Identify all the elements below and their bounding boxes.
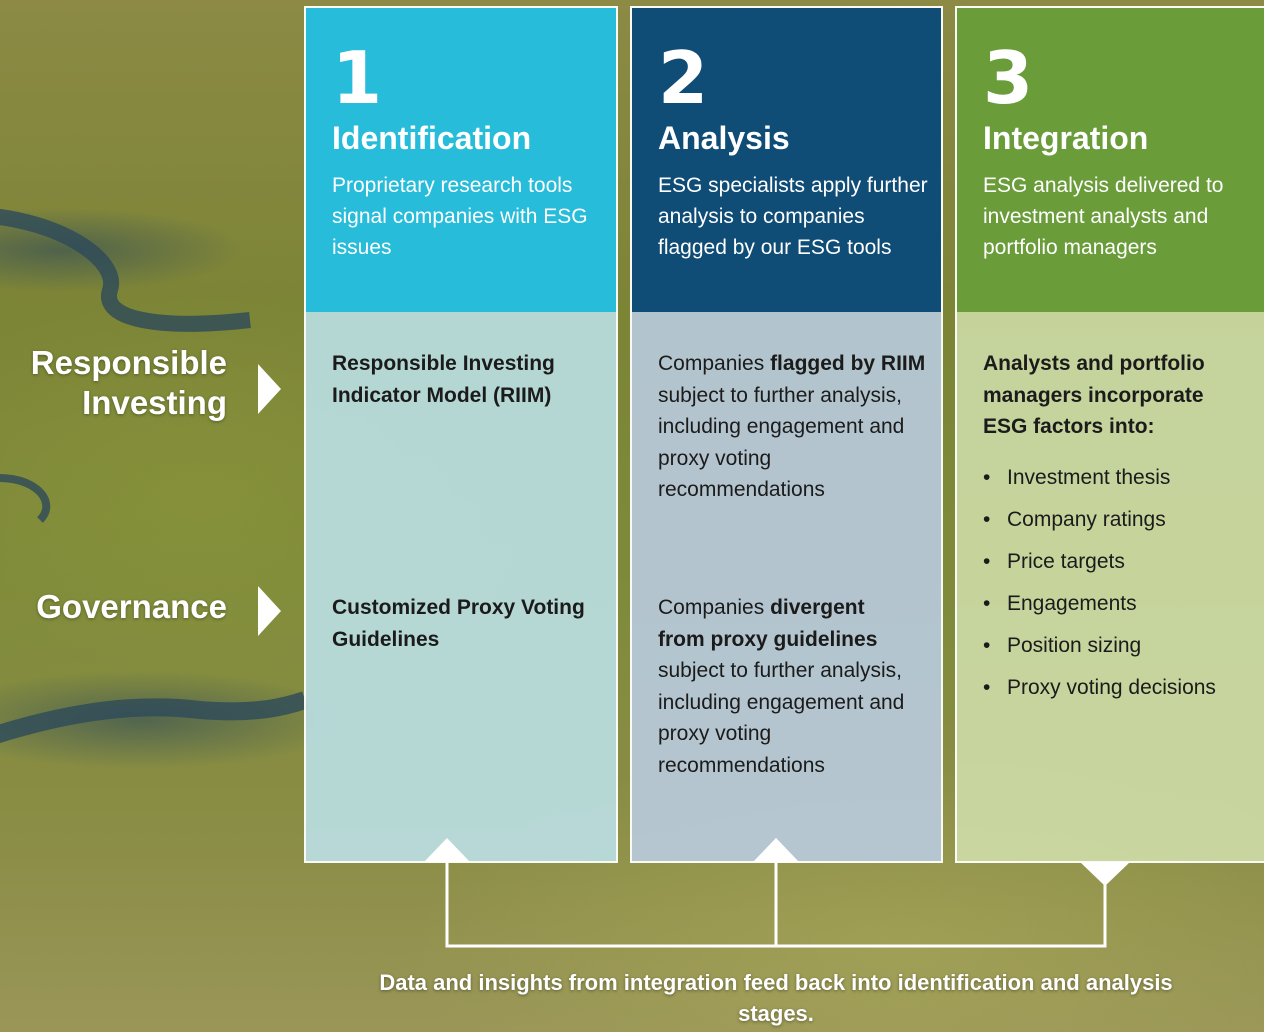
- factor-item: Position sizing: [983, 630, 1237, 662]
- down-arrow-icon: [1080, 862, 1130, 886]
- body-text: Companies: [658, 596, 771, 619]
- body-text: subject to further analysis, including e…: [658, 383, 905, 502]
- stage-title: Analysis: [658, 120, 790, 156]
- stage-analysis-body: Companies flagged by RIIM subject to fur…: [632, 312, 941, 861]
- emphasis-text: flagged by RIIM: [770, 352, 926, 375]
- stage-number: 3: [983, 36, 1034, 120]
- stage-description: ESG specialists apply further analysis t…: [658, 174, 928, 259]
- stage-analysis-column: 2 Analysis ESG specialists apply further…: [630, 6, 943, 863]
- identification-responsible-investing-text: Responsible Investing Indicator Model (R…: [332, 348, 602, 411]
- integration-factor-list: Investment thesis Company ratings Price …: [983, 462, 1237, 714]
- stage-integration-body: Analysts and portfolio managers incorpor…: [957, 312, 1264, 861]
- stage-number: 2: [658, 36, 709, 120]
- analysis-governance-text: Companies divergent from proxy guideline…: [658, 592, 908, 781]
- stage-description: Proprietary research tools signal compan…: [332, 174, 588, 259]
- stage-integration-column: 3 Integration ESG analysis delivered to …: [955, 6, 1264, 863]
- stage-title: Identification: [332, 120, 532, 156]
- row-arrow-icon: [258, 364, 281, 414]
- factor-item: Price targets: [983, 546, 1237, 578]
- stage-identification-header: 1 Identification Proprietary research to…: [306, 8, 616, 312]
- stage-analysis-header: 2 Analysis ESG specialists apply further…: [632, 8, 941, 312]
- row-label-governance: Governance: [36, 588, 227, 625]
- row-label-responsible-investing: Responsible Investing: [30, 344, 227, 421]
- emphasis-text: Responsible Investing Indicator Model (R…: [332, 352, 555, 407]
- row-arrow-icon: [258, 586, 281, 636]
- stage-title: Integration: [983, 120, 1149, 156]
- factor-item: Proxy voting decisions: [983, 672, 1237, 704]
- analysis-responsible-investing-text: Companies flagged by RIIM subject to fur…: [658, 348, 928, 506]
- factor-item: Company ratings: [983, 504, 1237, 536]
- body-text: subject to further analysis, including e…: [658, 659, 905, 777]
- up-arrow-icon: [424, 838, 470, 862]
- body-text: Companies: [658, 352, 771, 375]
- identification-governance-text: Customized Proxy Voting Guidelines: [332, 592, 602, 655]
- integration-intro: Analysts and portfolio managers incorpor…: [983, 352, 1205, 438]
- factor-item: Engagements: [983, 588, 1237, 620]
- feedback-caption: Data and insights from integration feed …: [379, 970, 1173, 1026]
- stage-identification-body: Responsible Investing Indicator Model (R…: [306, 312, 616, 861]
- emphasis-text: divergent from proxy guidelines: [658, 596, 878, 651]
- factor-item: Investment thesis: [983, 462, 1237, 494]
- up-arrow-icon: [753, 838, 799, 862]
- stage-number: 1: [332, 36, 383, 120]
- emphasis-text: Customized Proxy Voting Guidelines: [332, 596, 585, 651]
- stage-description: ESG analysis delivered to investment ana…: [983, 174, 1224, 259]
- stage-integration-header: 3 Integration ESG analysis delivered to …: [957, 8, 1264, 312]
- stage-identification-column: 1 Identification Proprietary research to…: [304, 6, 618, 863]
